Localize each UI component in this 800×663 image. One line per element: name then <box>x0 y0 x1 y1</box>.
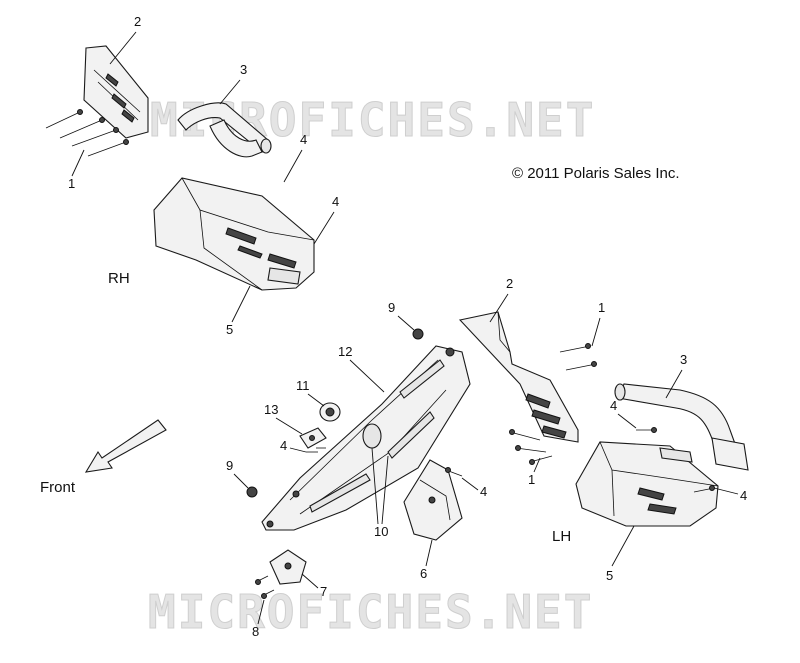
lh-exhaust-pipe <box>614 383 749 471</box>
callout-12: 12 <box>338 344 352 359</box>
callout-10: 10 <box>374 524 388 539</box>
lh-screws-bottom <box>509 429 553 465</box>
nut-9-top <box>412 328 424 340</box>
nut-9-left <box>246 486 258 498</box>
lh-heat-shield-bracket <box>458 311 579 443</box>
callout-11: 11 <box>296 378 310 393</box>
callout-8: 8 <box>252 624 259 639</box>
callout-4-right: 4 <box>480 484 487 499</box>
lh-heat-shield <box>575 441 719 527</box>
screw-part-4-right <box>445 467 463 477</box>
callout-13: 13 <box>264 402 278 417</box>
nut-9-plate <box>445 347 455 357</box>
grommet-part-11 <box>319 402 341 422</box>
rh-heat-shield <box>153 177 315 291</box>
callout-lh-2: 2 <box>506 276 513 291</box>
watermark-bottom: MICROFICHES.NET <box>148 585 593 639</box>
bracket-part-7 <box>269 549 307 585</box>
callout-lh-4-top: 4 <box>610 398 617 413</box>
callout-4-center: 4 <box>280 438 287 453</box>
callout-lh-5: 5 <box>606 568 613 583</box>
callout-rh-2: 2 <box>134 14 141 29</box>
bracket-part-6 <box>403 459 463 541</box>
front-label: Front <box>40 479 76 496</box>
rh-heat-shield-bracket <box>83 45 149 139</box>
rh-label: RH <box>108 270 130 287</box>
lh-label: LH <box>552 528 571 545</box>
center-mounting-plate <box>261 345 471 531</box>
callout-rh-3: 3 <box>240 62 247 77</box>
callout-rh-4a: 4 <box>300 132 307 147</box>
callout-rh-5: 5 <box>226 322 233 337</box>
callout-lh-1-top: 1 <box>598 300 605 315</box>
lh-screws-top <box>559 343 597 371</box>
callout-lh-1-bottom: 1 <box>528 472 535 487</box>
screws-part-8 <box>255 575 275 599</box>
callout-rh-4b: 4 <box>332 194 339 209</box>
center-screws <box>306 447 326 453</box>
callout-rh-1: 1 <box>68 176 75 191</box>
callout-lh-4-right: 4 <box>740 488 747 503</box>
callout-7: 7 <box>320 584 327 599</box>
lh-screws-shield <box>636 427 715 493</box>
rh-exhaust-pipe <box>177 102 272 158</box>
front-arrow-icon <box>84 419 167 473</box>
clip-part-13 <box>299 427 327 449</box>
callout-9-top: 9 <box>388 300 395 315</box>
callout-9-left: 9 <box>226 458 233 473</box>
copyright-notice: © 2011 Polaris Sales Inc. <box>512 165 680 182</box>
callout-lh-3: 3 <box>680 352 687 367</box>
rh-screws <box>45 109 129 157</box>
callout-6: 6 <box>420 566 427 581</box>
